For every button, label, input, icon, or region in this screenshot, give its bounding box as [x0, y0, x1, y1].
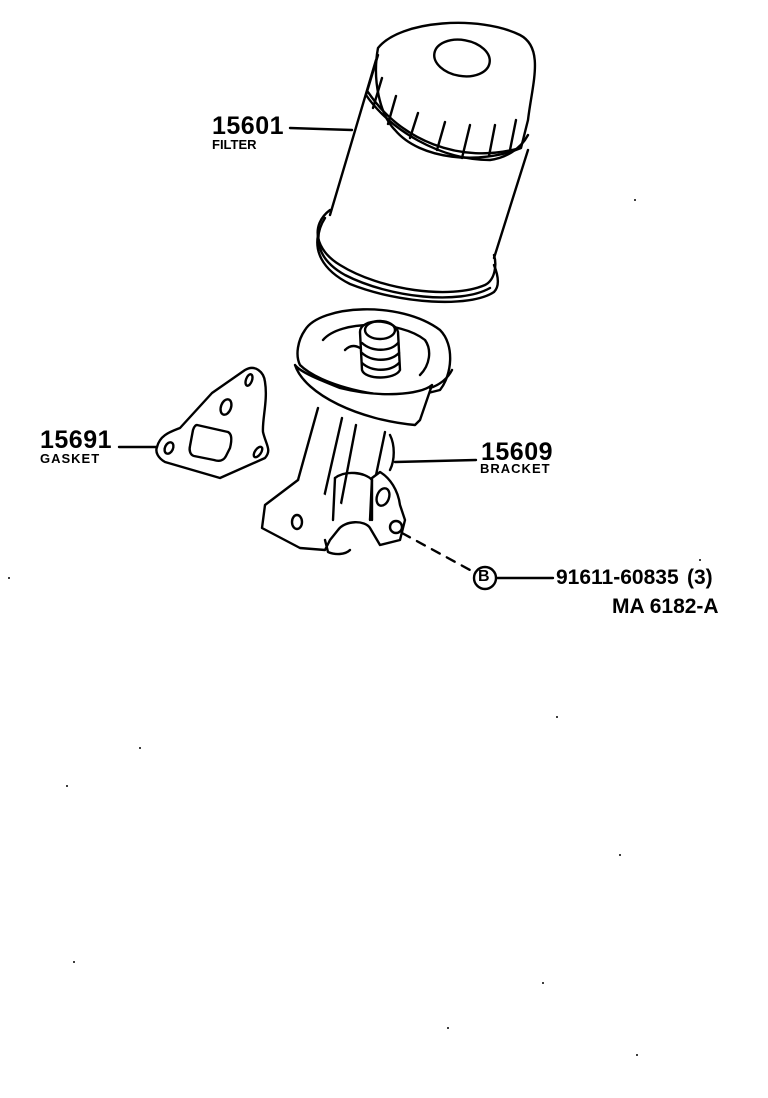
bracket-leader-line — [393, 458, 478, 464]
gasket-part-name: GASKET — [40, 451, 101, 466]
figure-id: MA 6182-A — [612, 595, 719, 618]
filter-drawing — [316, 21, 537, 304]
bracket-part-number: 15609 — [481, 438, 554, 466]
filter-leader-line — [288, 126, 354, 132]
bolt-part-number: 91611-60835 — [556, 566, 679, 589]
callout-b-circle-icon — [472, 565, 498, 591]
bracket-drawing — [260, 308, 472, 572]
bracket-part-name: BRACKET — [480, 461, 551, 476]
scan-specks — [8, 199, 701, 1056]
filter-part-number: 15601 — [212, 112, 285, 140]
callout-symbol: B — [478, 568, 490, 585]
gasket-drawing — [155, 366, 270, 480]
bolt-quantity: (3) — [687, 566, 713, 589]
gasket-part-number: 15691 — [40, 426, 113, 454]
filter-part-name: FILTER — [212, 137, 257, 152]
